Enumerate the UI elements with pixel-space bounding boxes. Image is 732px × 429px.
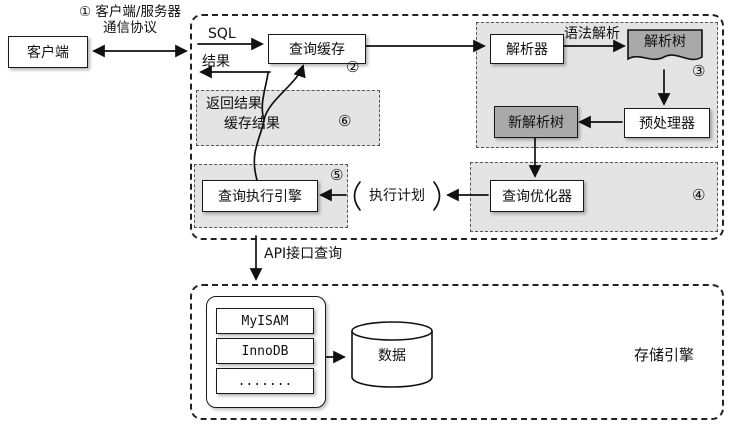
protocol-label: ① 客户端/服务器 通信协议 bbox=[66, 4, 194, 36]
step-6-badge: ⑥ bbox=[338, 112, 352, 130]
data-cylinder-label: 数据 bbox=[378, 348, 406, 364]
parser-node: 解析器 bbox=[490, 34, 564, 64]
client-node: 客户端 bbox=[8, 36, 88, 68]
preprocessor-node: 预处理器 bbox=[624, 108, 710, 138]
step-5-badge: ⑤ bbox=[330, 166, 344, 184]
return-result-label: 返回结果 bbox=[206, 96, 262, 112]
step-2-badge: ② bbox=[346, 58, 360, 76]
query-optimizer-node: 查询优化器 bbox=[490, 180, 584, 212]
cache-result-label: 缓存结果 bbox=[224, 116, 280, 132]
protocol-label-line2: 通信协议 bbox=[103, 20, 157, 37]
new-parse-tree-node: 新解析树 bbox=[494, 106, 578, 138]
engine-myisam-node: MyISAM bbox=[216, 308, 314, 334]
api-query-label: API接口查询 bbox=[264, 246, 343, 262]
step-4-badge: ④ bbox=[692, 186, 706, 204]
syntax-parse-label: 语法解析 bbox=[564, 26, 620, 42]
storage-engine-title: 存储引擎 bbox=[634, 346, 695, 364]
engine-others-node: ....... bbox=[216, 368, 314, 394]
server-boundary bbox=[190, 14, 724, 240]
query-exec-engine-node: 查询执行引擎 bbox=[202, 180, 318, 212]
storage-engine-boundary bbox=[190, 284, 724, 420]
parse-tree-label: 解析树 bbox=[644, 34, 686, 50]
engine-innodb-node: InnoDB bbox=[216, 338, 314, 364]
protocol-label-line1: ① 客户端/服务器 bbox=[79, 4, 181, 20]
result-label: 结果 bbox=[202, 54, 230, 70]
exec-plan-node: 执行计划 bbox=[369, 188, 425, 204]
step-3-badge: ③ bbox=[692, 62, 706, 80]
sql-label: SQL bbox=[208, 26, 236, 42]
query-cache-node: 查询缓存 bbox=[268, 34, 366, 64]
